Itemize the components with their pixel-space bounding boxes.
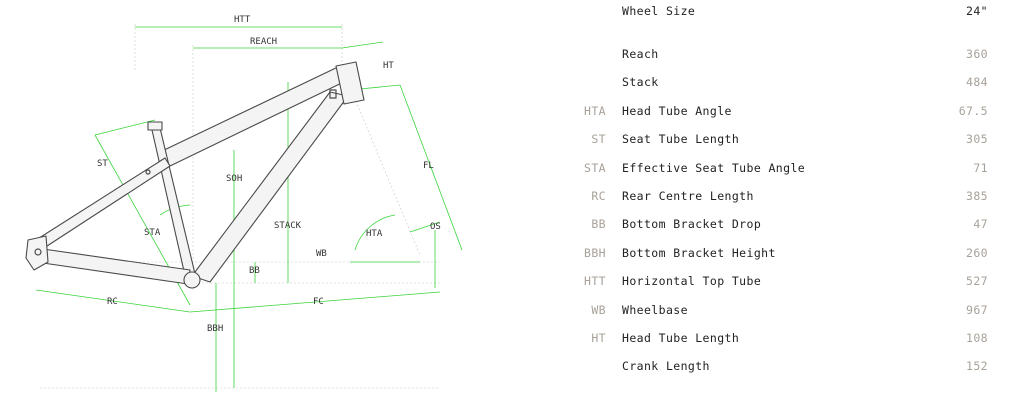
chain-stay bbox=[35, 247, 191, 285]
table-row: WB Wheelbase 967 bbox=[570, 294, 1000, 322]
row-abbr: HT bbox=[591, 330, 606, 345]
row-abbr: HTA bbox=[584, 103, 606, 118]
row-name: Bottom Bracket Height bbox=[622, 245, 776, 260]
header-name: Wheel Size bbox=[622, 4, 696, 18]
label-hta: HTA bbox=[366, 229, 383, 239]
row-value: 385 bbox=[966, 188, 988, 203]
row-name: Bottom Bracket Drop bbox=[622, 217, 762, 232]
row-value: 152 bbox=[966, 359, 988, 374]
header-value: 24" bbox=[966, 4, 988, 18]
bottle-mount bbox=[145, 169, 151, 175]
label-soh: SOH bbox=[226, 174, 242, 184]
st-dimension-cap bbox=[94, 119, 156, 136]
label-rc: RC bbox=[107, 297, 118, 307]
row-value: 305 bbox=[966, 132, 988, 147]
geometry-table: Wheel Size 24" Reach 360 Stack 484 HTA H… bbox=[570, 0, 1000, 379]
label-bb: BB bbox=[249, 266, 260, 276]
row-name: Horizontal Top Tube bbox=[622, 274, 762, 289]
row-abbr: RC bbox=[591, 188, 606, 203]
frame-drawing: HTT REACH HT ST SOH FL STACK STA HTA OS … bbox=[25, 15, 463, 392]
label-st: ST bbox=[97, 159, 108, 169]
row-value: 484 bbox=[966, 75, 988, 90]
row-abbr: BBH bbox=[584, 245, 606, 260]
table-row: RC Rear Centre Length 385 bbox=[570, 180, 1000, 208]
fc-dimension bbox=[189, 291, 441, 313]
table-row: Stack 484 bbox=[570, 66, 1000, 94]
table-row: BB Bottom Bracket Drop 47 bbox=[570, 208, 1000, 236]
steering-axis bbox=[344, 74, 421, 256]
label-sta: STA bbox=[144, 228, 161, 238]
table-row: STA Effective Seat Tube Angle 71 bbox=[570, 152, 1000, 180]
seat-clamp bbox=[147, 121, 163, 131]
row-value: 108 bbox=[966, 330, 988, 345]
label-ht: HT bbox=[383, 61, 394, 71]
table-row: Reach 360 bbox=[570, 38, 1000, 66]
row-name: Stack bbox=[622, 75, 659, 90]
row-name: Effective Seat Tube Angle bbox=[622, 160, 806, 175]
row-value: 260 bbox=[966, 245, 988, 260]
fl-dimension bbox=[399, 84, 463, 251]
rc-dimension bbox=[35, 289, 191, 313]
row-name: Head Tube Length bbox=[622, 330, 740, 345]
label-bbh: BBH bbox=[207, 324, 223, 334]
label-fc: FC bbox=[313, 297, 324, 307]
rear-axle bbox=[34, 248, 42, 256]
row-abbr: STA bbox=[584, 160, 606, 175]
head-tube bbox=[335, 61, 365, 105]
label-fl: FL bbox=[423, 161, 434, 171]
row-abbr: ST bbox=[591, 132, 606, 147]
row-name: Wheelbase bbox=[622, 302, 688, 317]
rear-dropout bbox=[25, 235, 49, 271]
row-value: 360 bbox=[966, 47, 988, 61]
label-stack: STACK bbox=[274, 221, 302, 231]
row-name: Reach bbox=[622, 47, 659, 61]
row-name: Head Tube Angle bbox=[622, 103, 732, 118]
row-name: Crank Length bbox=[622, 359, 710, 374]
row-value: 67.5 bbox=[958, 103, 988, 118]
headbadge bbox=[329, 89, 337, 99]
row-value: 47 bbox=[973, 217, 988, 232]
table-header: Wheel Size 24" bbox=[570, 0, 1000, 38]
label-wb: WB bbox=[316, 249, 327, 259]
table-row: HT Head Tube Length 108 bbox=[570, 322, 1000, 350]
label-reach: REACH bbox=[250, 37, 277, 47]
table-row: ST Seat Tube Length 305 bbox=[570, 123, 1000, 151]
table-row: HTT Horizontal Top Tube 527 bbox=[570, 265, 1000, 293]
table-row: HTA Head Tube Angle 67.5 bbox=[570, 95, 1000, 123]
label-os: OS bbox=[430, 222, 441, 232]
row-value: 967 bbox=[966, 302, 988, 317]
table-row: Crank Length 152 bbox=[570, 350, 1000, 378]
geometry-diagram: HTT REACH HT ST SOH FL STACK STA HTA OS … bbox=[0, 0, 470, 401]
hta-arc bbox=[354, 214, 396, 251]
bottom-bracket bbox=[183, 271, 201, 289]
row-abbr: HTT bbox=[584, 274, 606, 289]
row-name: Rear Centre Length bbox=[622, 188, 754, 203]
ht-dimension bbox=[341, 41, 384, 49]
row-name: Seat Tube Length bbox=[622, 132, 740, 147]
row-value: 527 bbox=[966, 274, 988, 289]
row-value: 71 bbox=[973, 160, 988, 175]
label-htt: HTT bbox=[234, 15, 251, 25]
table-row: BBH Bottom Bracket Height 260 bbox=[570, 237, 1000, 265]
os-dimension bbox=[409, 221, 441, 233]
row-abbr: WB bbox=[591, 302, 606, 317]
row-abbr: BB bbox=[591, 217, 606, 232]
